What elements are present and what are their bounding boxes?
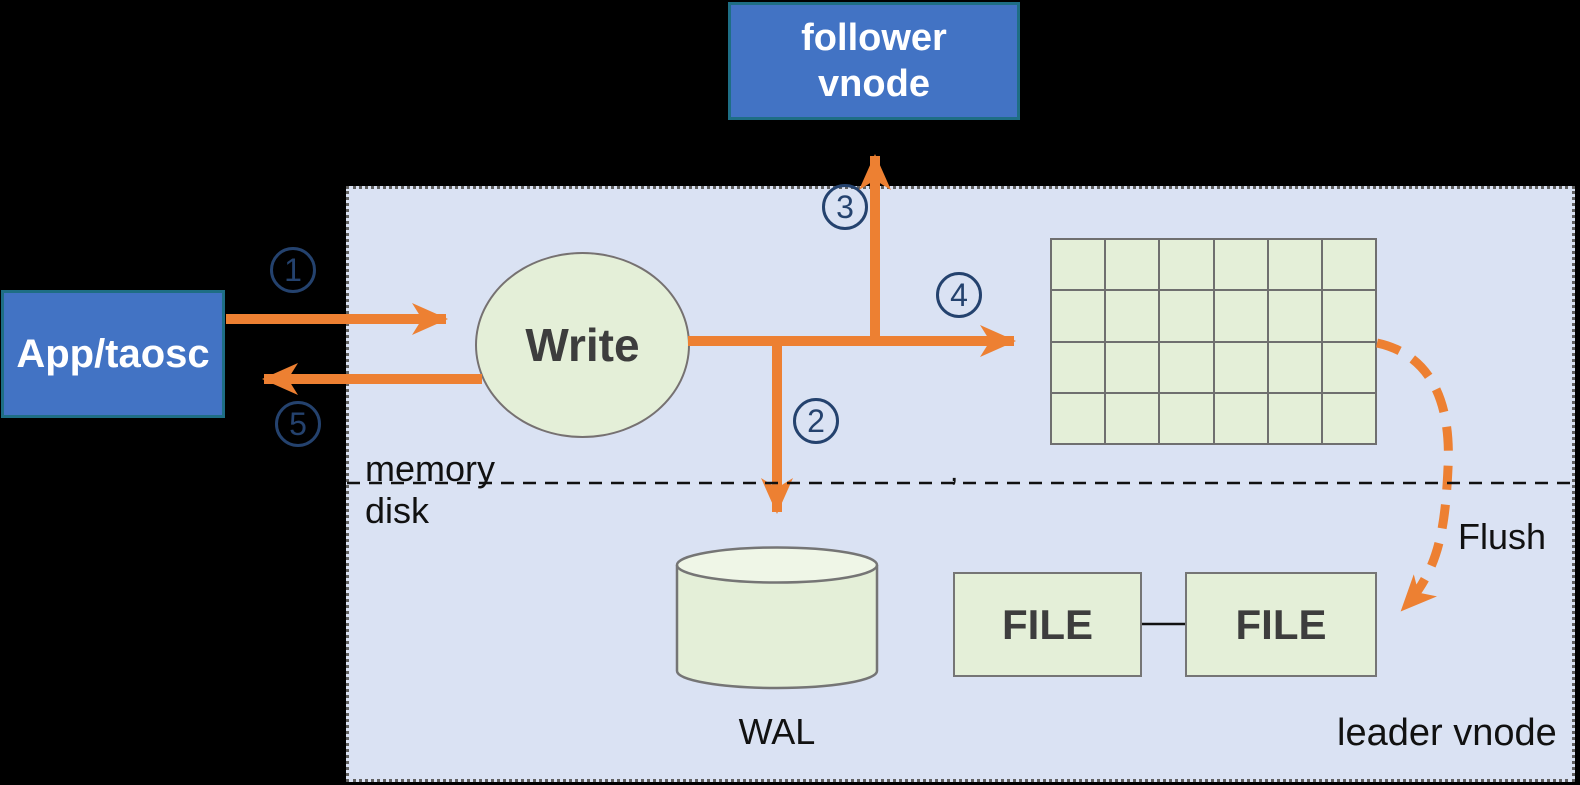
mem-table-cell — [1268, 342, 1321, 392]
mem-table-cell — [1160, 393, 1213, 443]
file-1-label: FILE — [1002, 600, 1093, 648]
file-node-1: FILE — [953, 572, 1142, 677]
disk-label: disk — [365, 490, 430, 531]
mem-table-cell — [1322, 240, 1375, 290]
mem-table-cell — [1106, 240, 1159, 290]
flush-label: Flush — [1458, 516, 1547, 557]
wal-cylinder-top — [675, 546, 879, 584]
wal-label: WAL — [738, 711, 816, 752]
mem-table-cell — [1052, 240, 1105, 290]
mem-table-cell — [1052, 342, 1105, 392]
step-badge-4: 4 — [936, 272, 982, 318]
mem-table-cell — [1160, 342, 1213, 392]
mem-table-cell — [1214, 291, 1267, 341]
step-badge-3: 3 — [822, 184, 868, 230]
mem-table-cell — [1214, 393, 1267, 443]
mem-table-cell — [1106, 342, 1159, 392]
app-taosc-label: App/taosc — [16, 331, 210, 376]
app-taosc-node: App/taosc — [1, 290, 225, 418]
leader-vnode-label: leader vnode — [1337, 712, 1557, 754]
write-label: Write — [525, 319, 640, 371]
file-2-label: FILE — [1235, 600, 1327, 648]
write-node: Write — [475, 252, 690, 438]
step-badge-5: 5 — [275, 401, 321, 447]
mem-table-cell — [1160, 240, 1213, 290]
mem-table-cell — [1214, 240, 1267, 290]
mem-table-cell — [1214, 342, 1267, 392]
file-node-2: FILE — [1185, 572, 1377, 677]
follower-vnode-label-line2: vnode — [818, 63, 930, 105]
follower-vnode-label-line1: follower — [801, 17, 947, 59]
wal-cylinder-body — [675, 565, 879, 690]
mem-table-cell — [1160, 291, 1213, 341]
stray-comma-mark: , — [950, 455, 959, 488]
mem-table-cell — [1322, 291, 1375, 341]
memory-label: memory — [365, 448, 496, 489]
mem-table-cell — [1322, 342, 1375, 392]
mem-table-cell — [1106, 291, 1159, 341]
step-badge-2: 2 — [793, 398, 839, 444]
wal-cylinder — [675, 546, 879, 690]
mem-table-cell — [1268, 240, 1321, 290]
mem-table — [1050, 238, 1377, 445]
mem-table-cell — [1052, 393, 1105, 443]
mem-table-cell — [1322, 393, 1375, 443]
mem-table-cell — [1106, 393, 1159, 443]
mem-table-cell — [1052, 291, 1105, 341]
follower-vnode-node: follower vnode — [728, 2, 1020, 120]
mem-table-cell — [1268, 393, 1321, 443]
step-badge-1: 1 — [270, 247, 316, 293]
mem-table-cell — [1268, 291, 1321, 341]
